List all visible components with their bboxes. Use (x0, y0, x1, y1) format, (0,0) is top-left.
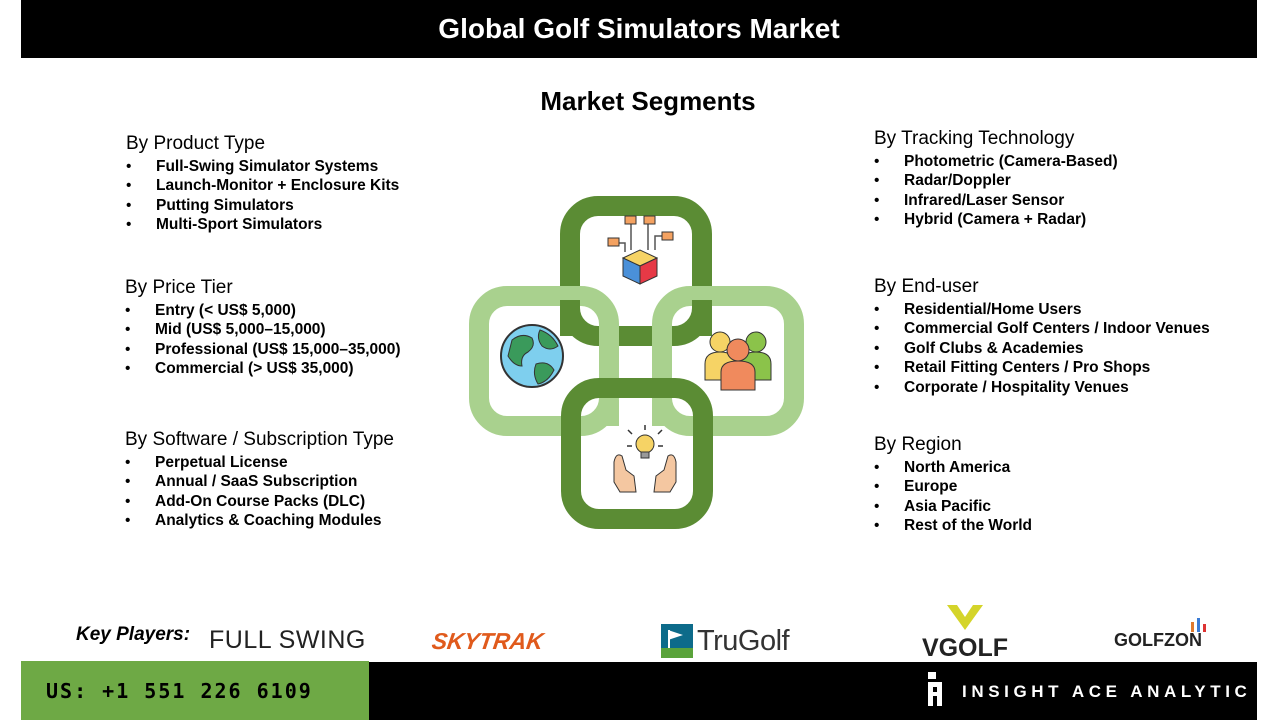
segment-item: Add-On Course Packs (DLC) (125, 492, 394, 512)
page-title: Global Golf Simulators Market (438, 13, 840, 44)
segment-region: By Region North AmericaEuropeAsia Pacifi… (874, 434, 1032, 536)
bottom-link (561, 378, 713, 529)
segment-item: Launch-Monitor + Enclosure Kits (126, 176, 399, 196)
segment-item: Professional (US$ 15,000–35,000) (125, 340, 401, 360)
contact-panel: US: +1 551 226 6109 (21, 661, 369, 720)
golfzon-wordmark: GOLFZON (1114, 630, 1202, 650)
brand-name: INSIGHT ACE ANALYTIC (962, 682, 1252, 701)
segment-item: Putting Simulators (126, 196, 399, 216)
segment-item: North America (874, 458, 1032, 478)
golfzon-bars-icon (1191, 618, 1206, 632)
segments-graphic (469, 196, 804, 529)
segment-software: By Software / Subscription Type Perpetua… (125, 429, 394, 531)
segment-item: Asia Pacific (874, 497, 1032, 517)
people-group-icon (704, 331, 772, 391)
segment-item: Golf Clubs & Academies (874, 339, 1210, 359)
phone-number[interactable]: US: +1 551 226 6109 (46, 678, 313, 703)
segment-item: Europe (874, 477, 1032, 497)
top-link (560, 196, 712, 346)
trugolf-wordmark: TruGolf (697, 624, 790, 657)
segment-item: Perpetual License (125, 453, 394, 473)
segment-heading: By Price Tier (125, 277, 233, 298)
segment-item: Radar/Doppler (874, 171, 1118, 191)
segment-heading: By End-user (874, 276, 979, 297)
fullswing-logo: FULL SWING (209, 626, 366, 654)
segment-item: Hybrid (Camera + Radar) (874, 210, 1118, 230)
skytrak-logo: SKYTRAK (430, 628, 546, 654)
segment-product-type: By Product Type Full-Swing Simulator Sys… (126, 133, 399, 235)
segment-item: Residential/Home Users (874, 300, 1210, 320)
segment-item: Annual / SaaS Subscription (125, 472, 394, 492)
vgolf-chevron-icon (947, 605, 983, 630)
segment-item: Photometric (Camera-Based) (874, 152, 1118, 172)
insight-ace-logo-icon (928, 672, 942, 706)
segment-heading: By Tracking Technology (874, 128, 1075, 149)
segment-end-user: By End-user Residential/Home UsersCommer… (874, 276, 1210, 397)
segment-item: Commercial Golf Centers / Indoor Venues (874, 319, 1210, 339)
vgolf-logo: VGOLF (910, 603, 1020, 662)
left-link (469, 286, 619, 436)
segment-heading: By Software / Subscription Type (125, 429, 394, 450)
globe-icon (500, 324, 564, 388)
segment-tracking: By Tracking Technology Photometric (Came… (874, 128, 1118, 230)
segment-list: Photometric (Camera-Based)Radar/DopplerI… (874, 152, 1118, 230)
segment-item: Full-Swing Simulator Systems (126, 157, 399, 177)
cube-network-icon (607, 215, 674, 285)
segment-item: Commercial (> US$ 35,000) (125, 359, 401, 379)
segment-list: Entry (< US$ 5,000)Mid (US$ 5,000–15,000… (125, 301, 401, 379)
segment-list: North AmericaEuropeAsia PacificRest of t… (874, 458, 1032, 536)
title-bar: Global Golf Simulators Market (21, 0, 1257, 58)
trugolf-logo: TruGolf (661, 624, 790, 658)
segment-list: Residential/Home UsersCommercial Golf Ce… (874, 300, 1210, 397)
section-subtitle: Market Segments (540, 86, 756, 116)
key-players-label: Key Players: (76, 624, 191, 645)
segment-list: Perpetual LicenseAnnual / SaaS Subscript… (125, 453, 394, 531)
segment-heading: By Region (874, 434, 962, 455)
idea-hands-icon (613, 425, 677, 493)
segment-item: Multi-Sport Simulators (126, 215, 399, 235)
segment-price-tier: By Price Tier Entry (< US$ 5,000)Mid (US… (125, 277, 401, 379)
segment-item: Corporate / Hospitality Venues (874, 378, 1210, 398)
segment-item: Retail Fitting Centers / Pro Shops (874, 358, 1210, 378)
segment-item: Analytics & Coaching Modules (125, 511, 394, 531)
trugolf-flag-icon (661, 624, 693, 658)
segment-item: Rest of the World (874, 516, 1032, 536)
segment-item: Mid (US$ 5,000–15,000) (125, 320, 401, 340)
right-link (652, 286, 804, 436)
vgolf-wordmark: VGOLF (921, 634, 1009, 662)
segment-list: Full-Swing Simulator SystemsLaunch-Monit… (126, 157, 399, 235)
segment-item: Infrared/Laser Sensor (874, 191, 1118, 211)
segment-heading: By Product Type (126, 133, 266, 154)
segment-item: Entry (< US$ 5,000) (125, 301, 401, 321)
